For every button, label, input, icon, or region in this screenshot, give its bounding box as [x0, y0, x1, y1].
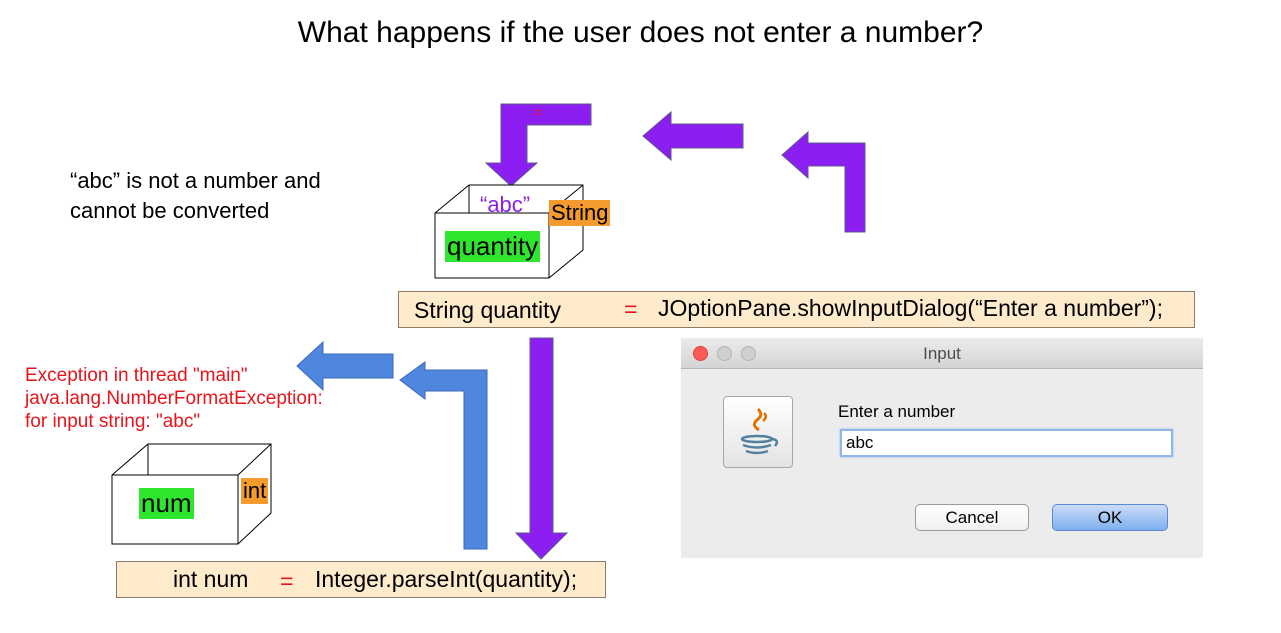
exception-line-3: for input string: "abc" [25, 411, 201, 432]
purple-bent-arrow-down [484, 103, 592, 187]
note-line-1: “abc” is not a number and [70, 168, 321, 193]
note-line-2: cannot be converted [70, 198, 270, 223]
explanation-note: “abc” is not a number and cannot be conv… [70, 166, 321, 226]
quantity-type-label: String [549, 200, 611, 226]
exception-line-2: java.lang.NumberFormatException: [25, 388, 323, 409]
blue-left-arrow [296, 340, 394, 392]
java-coffee-icon [723, 396, 793, 468]
purple-down-arrow [514, 337, 569, 560]
dialog-prompt: Enter a number [838, 402, 956, 421]
statement2-equals: = [280, 568, 294, 594]
dialog-titlebar: Input [681, 338, 1203, 369]
cancel-button[interactable]: Cancel [915, 504, 1029, 531]
minimize-window-icon[interactable] [717, 346, 732, 361]
ok-button[interactable]: OK [1052, 504, 1168, 531]
exception-line-1: Exception in thread "main" [25, 365, 248, 386]
purple-bent-arrow-up-left [781, 130, 866, 233]
blue-bent-arrow-up-left [399, 361, 488, 550]
input-dialog: Input Enter a number Cancel OK [681, 338, 1203, 558]
statement2-lhs: int num [173, 566, 249, 592]
statement1-lhs: String quantity [414, 297, 562, 323]
quantity-value: “abc” [480, 192, 531, 217]
slide-title: What happens if the user does not enter … [297, 16, 984, 49]
statement-parse-int: int num = Integer.parseInt(quantity); [116, 561, 606, 598]
num-variable-name: num [139, 488, 194, 519]
number-input-field[interactable] [840, 429, 1173, 457]
statement1-equals: = [624, 296, 638, 322]
maximize-window-icon[interactable] [741, 346, 756, 361]
quantity-variable-name: quantity [445, 231, 541, 262]
num-type-label: int [241, 478, 269, 504]
purple-left-arrow [642, 110, 744, 162]
statement2-rhs: Integer.parseInt(quantity); [315, 566, 578, 592]
dialog-title: Input [923, 344, 961, 363]
close-window-icon[interactable] [693, 346, 708, 361]
statement1-rhs: JOptionPane.showInputDialog(“Enter a num… [658, 295, 1163, 321]
exception-message: Exception in thread "main" java.lang.Num… [25, 364, 323, 433]
arrow-equals-marker: = [534, 104, 543, 120]
statement-show-input-dialog: String quantity = JOptionPane.showInputD… [398, 291, 1195, 328]
